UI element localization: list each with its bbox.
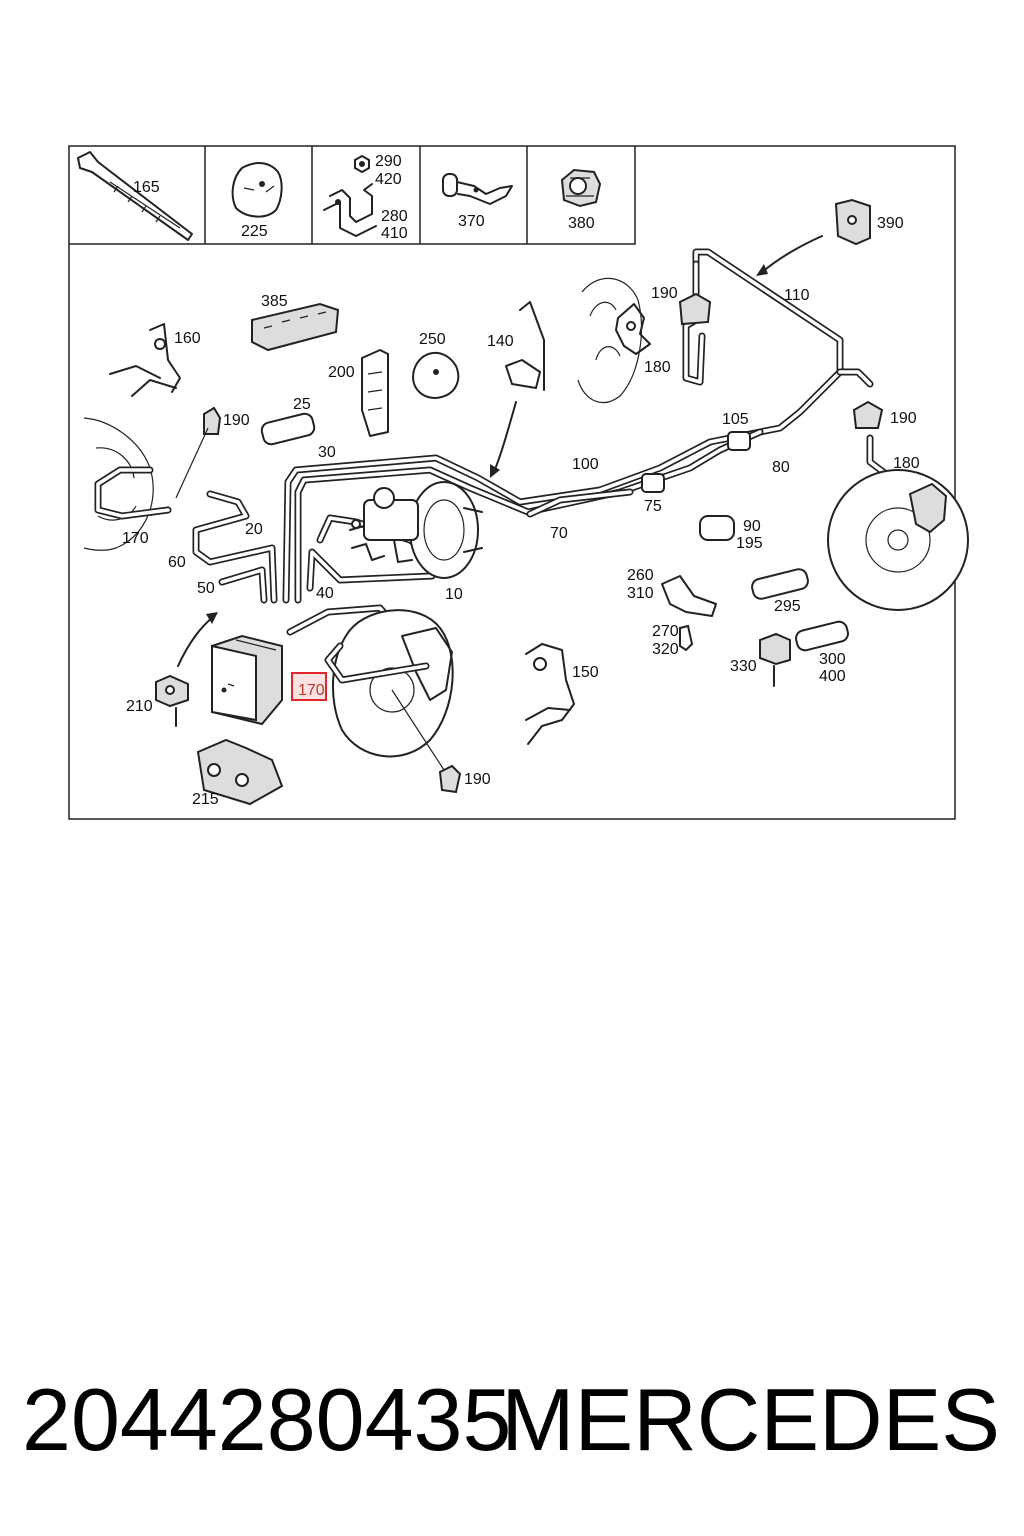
sensor-bracket-160	[109, 323, 181, 397]
label-180-right: 180	[893, 455, 920, 472]
master-cylinder	[349, 487, 419, 563]
cable-tie-part	[77, 151, 193, 241]
arrow-210	[177, 615, 215, 667]
label-140: 140	[487, 333, 514, 350]
arrow-140	[493, 401, 517, 473]
label-165: 165	[133, 179, 160, 196]
label-75: 75	[644, 498, 662, 515]
sensor-bracket-150	[525, 643, 575, 745]
label-280: 280	[381, 208, 408, 225]
footer: 2044280435 MERCEDES	[0, 1360, 1024, 1480]
bracket-140	[505, 301, 545, 391]
label-195: 195	[736, 535, 763, 552]
label-200: 200	[328, 364, 355, 381]
brackets-190	[203, 292, 884, 794]
label-40: 40	[316, 585, 334, 602]
brand-name: MERCEDES	[501, 1370, 1000, 1469]
label-400: 400	[819, 668, 846, 685]
hose-clip-part	[442, 173, 513, 205]
label-60: 60	[168, 554, 186, 571]
label-50: 50	[197, 580, 215, 597]
label-225: 225	[241, 223, 268, 240]
leader-lines	[175, 427, 445, 771]
highlight-label-170[interactable]: 170	[298, 682, 325, 699]
label-320: 320	[652, 641, 679, 658]
label-410: 410	[381, 225, 408, 242]
sensor-330	[759, 632, 791, 687]
brake-line-exploded-diagram: 165 225 290 420 280 410 370 380	[68, 145, 969, 820]
label-215: 215	[192, 791, 219, 808]
brake-pipe-network	[192, 248, 874, 644]
label-170-left: 170	[122, 530, 149, 547]
label-190-top: 190	[651, 285, 678, 302]
label-390: 390	[877, 215, 904, 232]
rear-brake-disc-top	[577, 277, 651, 404]
label-330: 330	[730, 658, 757, 675]
label-180-top: 180	[644, 359, 671, 376]
label-100: 100	[572, 456, 599, 473]
hoses-170	[94, 466, 430, 684]
holder-215	[196, 738, 284, 806]
label-260: 260	[627, 567, 654, 584]
label-370: 370	[458, 213, 485, 230]
label-160: 160	[174, 330, 201, 347]
label-210: 210	[126, 698, 153, 715]
label-20: 20	[245, 521, 263, 538]
sensor-210	[155, 674, 189, 727]
label-385: 385	[261, 293, 288, 310]
rubber-grommet-part	[560, 168, 602, 208]
holder-385	[251, 302, 340, 352]
label-70: 70	[550, 525, 568, 542]
label-105: 105	[722, 411, 749, 428]
label-190-bottom: 190	[464, 771, 491, 788]
label-90: 90	[743, 518, 761, 535]
sleeves	[260, 412, 849, 652]
part-number: 2044280435	[22, 1370, 512, 1469]
label-80: 80	[772, 459, 790, 476]
brake-booster	[409, 481, 483, 579]
cover-plate-part	[231, 162, 283, 218]
label-190-left: 190	[223, 412, 250, 429]
label-295: 295	[774, 598, 801, 615]
header-cells	[69, 146, 636, 245]
label-25: 25	[293, 396, 311, 413]
label-150: 150	[572, 664, 599, 681]
diagram-frame	[68, 145, 956, 820]
label-30: 30	[318, 444, 336, 461]
abs-hydraulic-unit	[211, 634, 283, 726]
label-300: 300	[819, 651, 846, 668]
arrow-390	[761, 235, 823, 273]
cover-250	[412, 351, 460, 400]
label-290: 290	[375, 153, 402, 170]
bracket-nut-part	[323, 154, 377, 237]
clip-390	[834, 198, 871, 246]
label-420: 420	[375, 171, 402, 188]
brake-disc-front-left	[83, 417, 154, 551]
label-380: 380	[568, 215, 595, 232]
label-250: 250	[419, 331, 446, 348]
highlight-box[interactable]	[291, 672, 327, 701]
label-110: 110	[784, 287, 810, 304]
label-190-right: 190	[890, 410, 917, 427]
label-270: 270	[652, 623, 679, 640]
brake-disc-front-center	[332, 609, 454, 758]
label-10: 10	[445, 586, 463, 603]
label-310: 310	[627, 585, 654, 602]
brake-disc-right	[827, 469, 969, 611]
bracket-260	[661, 575, 717, 617]
bracket-200	[361, 349, 389, 437]
